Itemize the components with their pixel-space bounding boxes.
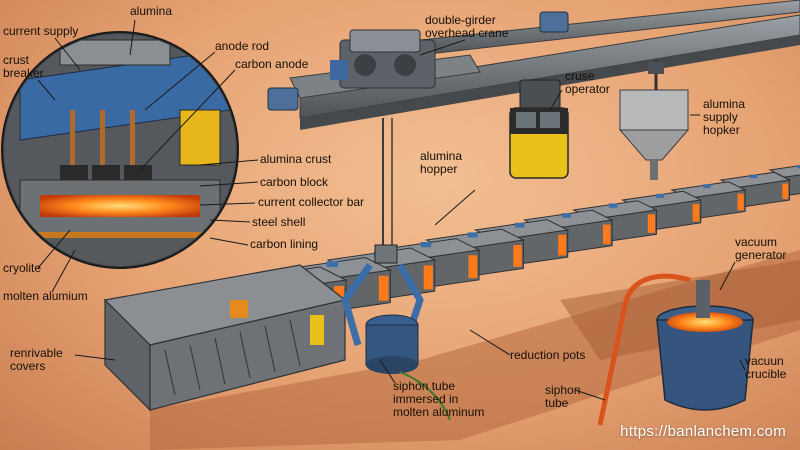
label-current-collector-bar: current collector bar <box>258 195 365 209</box>
alumina-supply-hopper <box>618 60 690 180</box>
label-molten-aluminum: molten alumium <box>3 289 88 303</box>
label-cryolite: cryolite <box>3 261 42 275</box>
label-anode-rod: anode rod <box>215 39 270 53</box>
label-crane-operator: cruse operator <box>565 69 610 96</box>
label-current-supply: current supply <box>3 24 79 38</box>
label-carbon-lining: carbon lining <box>250 237 319 251</box>
label-double-girder-crane: double-girder overhead crane <box>425 13 509 40</box>
siphon-ladle <box>341 244 451 421</box>
label-vacuum-generator: vacuum generator <box>735 235 787 262</box>
label-removable-covers: renrivable covers <box>10 346 63 373</box>
label-alumina: alumina <box>130 4 173 18</box>
label-carbon-block: carbon block <box>260 175 329 189</box>
watermark-url[interactable]: https://banlanchem.com <box>620 423 786 440</box>
leader-lines <box>37 19 746 401</box>
label-siphon-tube-immersed: siphon tube immersed in molten aluminum <box>393 379 485 419</box>
label-carbon-anode: carbon anode <box>235 57 309 71</box>
label-siphon-tube: siphon tube <box>545 383 581 410</box>
front-pot-cell <box>103 264 347 412</box>
label-alumina-crust: alumina crust <box>260 152 332 166</box>
label-vacuum-crucible: vacuun crucible <box>745 354 787 381</box>
label-steel-shell: steel shell <box>252 215 306 229</box>
cutaway-inset <box>1 31 239 269</box>
label-alumina-hopper: alumina hopper <box>420 149 463 176</box>
label-reduction-pots: reduction pots <box>510 348 586 362</box>
label-crust-breaker: crust breaker <box>3 53 44 80</box>
crane-operator-cab <box>509 79 569 179</box>
reduction-pot <box>719 171 792 209</box>
label-alumina-supply-hopper: alumina supply hopker <box>703 97 746 137</box>
vacuum-crucible-vessel <box>597 273 754 426</box>
